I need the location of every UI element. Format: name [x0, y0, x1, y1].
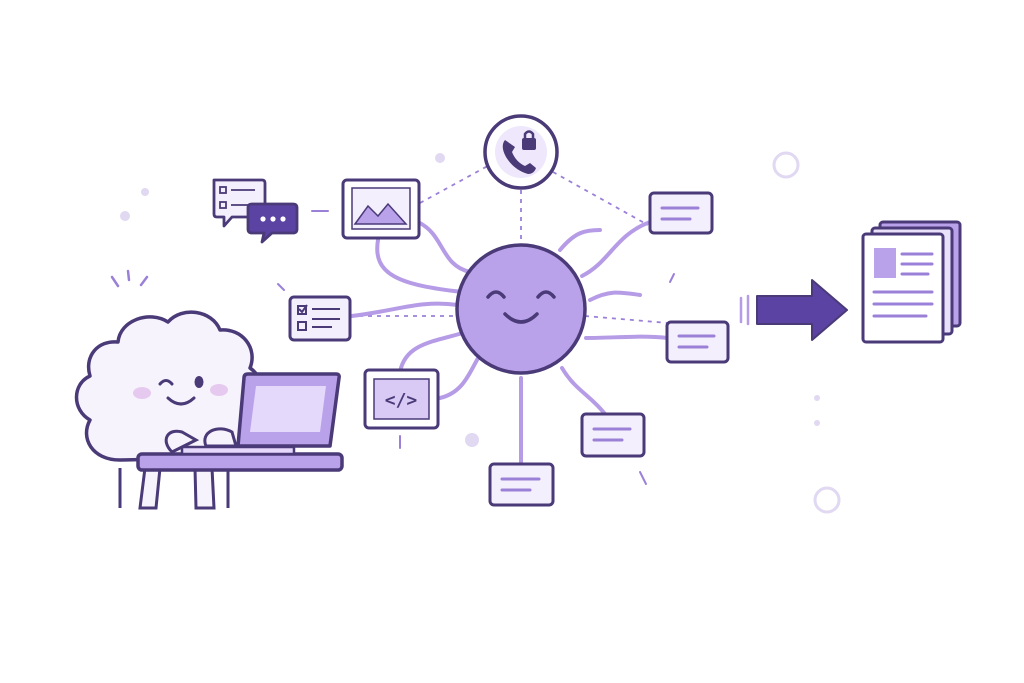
cloud-hand-right: [203, 427, 238, 448]
decor-dot: [814, 420, 820, 426]
cloud-cheek-left: [133, 387, 151, 399]
hub-left-eye: [486, 290, 506, 299]
connector: [398, 331, 465, 374]
arrow-shape: [756, 279, 848, 341]
accent-stroke: [277, 283, 285, 291]
text-card-right: [665, 320, 730, 364]
background-decor: [120, 151, 841, 514]
chat-bubble-typing: [246, 202, 299, 244]
cloud-leg-right: [193, 466, 216, 510]
phone-lock-icon: [483, 114, 559, 190]
decor-ring: [813, 486, 841, 514]
dashed-link: [584, 315, 669, 324]
speed-lines: [739, 294, 750, 326]
cloud-wink-eye: [158, 379, 174, 386]
code-brackets-icon: </>: [385, 390, 418, 411]
connector: [438, 353, 482, 400]
right-arrow-icon: [739, 279, 848, 341]
code-card: </>: [363, 368, 440, 430]
decor-dot: [141, 188, 149, 196]
cloud-open-eye: [194, 376, 204, 388]
hub-right-eye: [536, 290, 556, 299]
decor-dot: [435, 153, 445, 163]
laptop-base: [180, 445, 296, 456]
decor-dot: [120, 211, 130, 221]
laptop-screen: [250, 386, 326, 432]
decor-ring: [772, 151, 800, 179]
document-image-block: [874, 248, 896, 278]
accent-strokes: [277, 210, 675, 485]
decor-dot: [814, 395, 820, 401]
text-card-top-right: [648, 191, 714, 235]
lock-body: [522, 138, 536, 150]
hub-smiling-face-icon: [455, 243, 587, 375]
dashed-link: [552, 171, 649, 226]
laptop-icon: [136, 372, 344, 472]
cloud-smile: [166, 396, 196, 406]
connector: [350, 301, 460, 318]
checklist-icon: [297, 304, 340, 331]
accent-stroke: [639, 471, 647, 485]
checklist-card: [288, 295, 352, 342]
text-card-bottom: [488, 462, 555, 507]
dashed-links: [350, 161, 669, 324]
hub-connectors: [350, 220, 670, 467]
dashed-link: [419, 161, 496, 204]
accent-stroke: [669, 273, 675, 283]
connector: [560, 366, 607, 416]
lock-shackle: [523, 130, 535, 138]
code-card-inner: [373, 378, 430, 420]
hub-circle: [455, 243, 587, 375]
connector: [584, 334, 670, 340]
connector: [416, 220, 472, 274]
decor-dot: [465, 433, 479, 447]
chair-legs: [118, 468, 230, 508]
cloud-cheek-right: [210, 384, 228, 396]
connector: [558, 228, 602, 252]
spark-lines: [110, 269, 149, 288]
chat-bubbles-icon: [212, 178, 299, 244]
cloud-hand-left: [164, 429, 200, 454]
phone-glyph: [502, 140, 536, 174]
image-icon: [353, 202, 408, 225]
connector: [588, 290, 642, 302]
document-text-lines: [872, 252, 934, 318]
cloud-leg-left: [138, 466, 162, 510]
hub-smile: [503, 312, 539, 324]
image-card: [341, 178, 421, 240]
connector: [580, 220, 652, 278]
connector: [375, 238, 464, 294]
cloud-character-icon: [74, 269, 264, 510]
text-card-bottom-right: [580, 412, 646, 458]
desk-top: [136, 452, 344, 472]
document-stack-icon: [861, 220, 962, 344]
